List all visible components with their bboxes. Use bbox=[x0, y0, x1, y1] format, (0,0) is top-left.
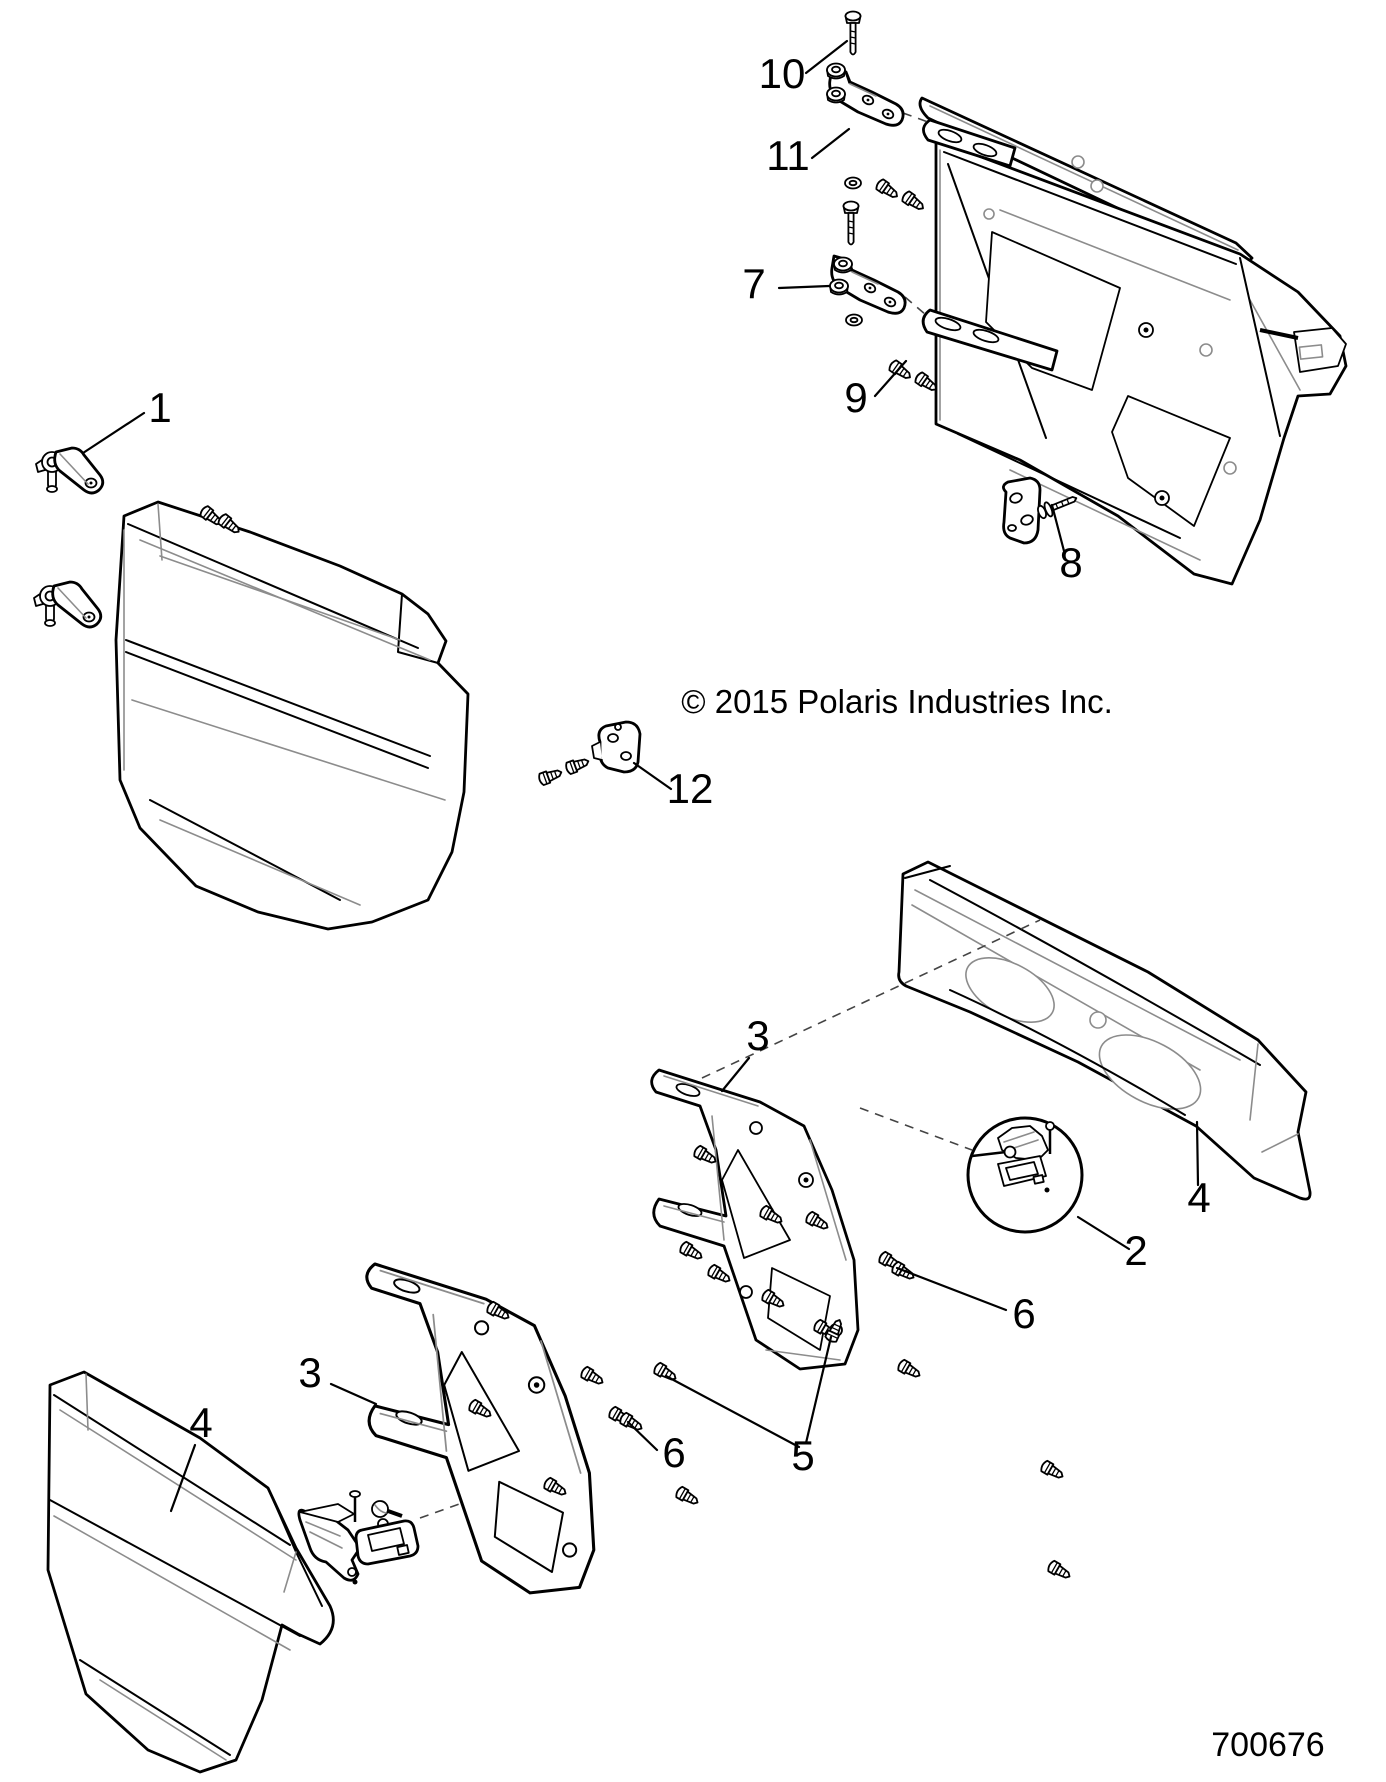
rear-door-frame-assembly bbox=[902, 96, 1348, 586]
callout-leader-10 bbox=[804, 39, 849, 75]
flange-nut bbox=[833, 256, 853, 274]
callout-number-8: 8 bbox=[1059, 539, 1082, 586]
callout-number-6: 6 bbox=[662, 1429, 685, 1476]
screw bbox=[873, 177, 902, 203]
screw bbox=[899, 189, 928, 215]
lock-nut bbox=[844, 176, 862, 190]
door-striker-12 bbox=[536, 720, 642, 787]
callout-number-6: 6 bbox=[1012, 1290, 1035, 1337]
latch-assembly-lower bbox=[297, 1490, 463, 1585]
callout-number-10: 10 bbox=[759, 50, 806, 97]
callout-number-4: 4 bbox=[189, 1399, 212, 1446]
latch-detail-circle-2 bbox=[966, 1116, 1084, 1234]
screw bbox=[889, 1259, 918, 1284]
screw bbox=[705, 1262, 734, 1287]
screw bbox=[578, 1364, 607, 1389]
screw bbox=[536, 765, 565, 787]
callout-leader-8 bbox=[1050, 503, 1066, 553]
door-mount-bracket-8 bbox=[1002, 476, 1081, 545]
diagram-part-number: 700676 bbox=[1211, 1726, 1324, 1764]
alignment-dashed-line bbox=[701, 919, 1041, 1079]
callout-leader-3 bbox=[329, 1382, 378, 1406]
callout-leader-12 bbox=[632, 761, 673, 791]
callout-number-7: 7 bbox=[742, 260, 765, 307]
door-hinge-lever-lower bbox=[32, 580, 103, 629]
callout-leader-2 bbox=[1076, 1215, 1131, 1251]
door-frame-bracket-upper bbox=[650, 1068, 860, 1371]
copyright-text: © 2015 Polaris Industries Inc. bbox=[681, 683, 1113, 720]
hinge-hardware-cluster bbox=[826, 10, 941, 396]
callout-leader-7 bbox=[777, 284, 831, 290]
callout-number-12: 12 bbox=[667, 765, 714, 812]
door-hinge-lever-upper bbox=[34, 446, 105, 495]
flange-nut bbox=[826, 86, 846, 104]
flange-nut bbox=[829, 278, 849, 296]
callout-number-1: 1 bbox=[148, 384, 171, 431]
callout-leader-6 bbox=[626, 1420, 659, 1452]
hinge-bolt bbox=[842, 200, 860, 246]
callout-leader-9 bbox=[873, 359, 908, 398]
callout-number-9: 9 bbox=[844, 374, 867, 421]
callout-leader-6 bbox=[895, 1266, 1008, 1312]
screw bbox=[617, 1410, 646, 1435]
callout-leader-4 bbox=[169, 1443, 197, 1513]
rear-door-panel-left bbox=[46, 1370, 335, 1774]
lock-nut bbox=[845, 313, 863, 327]
callout-number-3: 3 bbox=[746, 1012, 769, 1059]
bracket-bolt bbox=[1035, 490, 1081, 522]
callout-number-4: 4 bbox=[1187, 1174, 1210, 1221]
callout-leader-11 bbox=[810, 127, 851, 160]
rear-door-panel-right bbox=[897, 860, 1312, 1201]
callout-leader-4 bbox=[1195, 1120, 1200, 1187]
front-door-panel-left bbox=[32, 446, 470, 931]
callout-number-2: 2 bbox=[1124, 1227, 1147, 1274]
screw bbox=[677, 1239, 706, 1264]
screw bbox=[563, 754, 592, 776]
callout-number-3: 3 bbox=[298, 1349, 321, 1396]
callout-leader-1 bbox=[81, 411, 146, 455]
callout-number-5: 5 bbox=[791, 1432, 814, 1479]
callout-leader-5 bbox=[664, 1374, 801, 1449]
hinge-bolt bbox=[844, 10, 862, 56]
callout-leader-5 bbox=[804, 1335, 833, 1445]
screw bbox=[1045, 1558, 1074, 1583]
screw bbox=[1038, 1458, 1067, 1483]
screw bbox=[895, 1357, 924, 1382]
flange-nut bbox=[826, 62, 846, 80]
alignment-dashed-line bbox=[859, 1107, 973, 1151]
callout-number-11: 11 bbox=[766, 132, 810, 179]
screw bbox=[673, 1484, 702, 1509]
callout-leader-3 bbox=[720, 1056, 751, 1093]
